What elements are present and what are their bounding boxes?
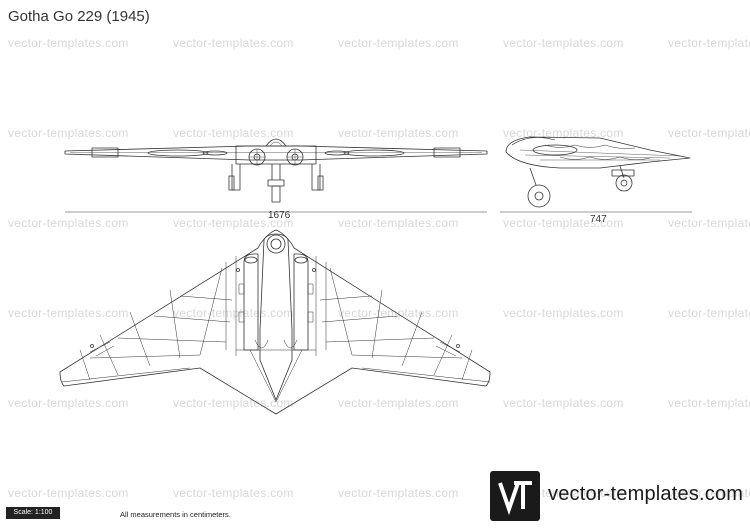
page-title: Gotha Go 229 (1945) — [8, 8, 150, 25]
watermark-text: vector-templates.com — [8, 306, 129, 320]
watermark-text: vector-templates.com — [338, 306, 459, 320]
watermark-text: vector-templates.com — [8, 36, 129, 50]
scale-badge: Scale: 1:100 — [6, 507, 60, 519]
watermark-text: vector-templates.com — [668, 396, 750, 410]
watermark-row: vector-templates.com vector-templates.com… — [0, 126, 750, 140]
side-view — [500, 136, 692, 213]
top-view — [59, 229, 491, 415]
watermark-text: vector-templates.com — [503, 126, 624, 140]
vt-logo-icon — [490, 471, 540, 521]
watermark-text: vector-templates.com — [8, 126, 129, 140]
watermark-text: vector-templates.com — [668, 36, 750, 50]
watermark-text: vector-templates.com — [173, 126, 294, 140]
watermark-row: vector-templates.com vector-templates.com… — [0, 36, 750, 50]
watermark-text: vector-templates.com — [503, 216, 624, 230]
watermark-row: vector-templates.com vector-templates.com… — [0, 216, 750, 230]
watermark-text: vector-templates.com — [8, 396, 129, 410]
watermark-text: vector-templates.com — [338, 126, 459, 140]
brand-name: vector-templates.com — [548, 483, 744, 505]
watermark-text: vector-templates.com — [503, 396, 624, 410]
side-length-label: 747 — [590, 214, 607, 225]
watermark-text: vector-templates.com — [173, 216, 294, 230]
watermark-text: vector-templates.com — [503, 306, 624, 320]
watermark-text: vector-templates.com — [173, 486, 294, 500]
watermark-text: vector-templates.com — [338, 216, 459, 230]
watermark-text: vector-templates.com — [668, 126, 750, 140]
watermark-text: vector-templates.com — [173, 306, 294, 320]
front-view — [64, 138, 488, 213]
watermark-text: vector-templates.com — [8, 486, 129, 500]
watermark-text: vector-templates.com — [668, 306, 750, 320]
watermark-text: vector-templates.com — [338, 36, 459, 50]
watermark-text: vector-templates.com — [668, 216, 750, 230]
watermark-text: vector-templates.com — [503, 36, 624, 50]
measurement-note: All measurements in centimeters. — [120, 510, 231, 519]
watermark-text: vector-templates.com — [8, 216, 129, 230]
watermark-text: vector-templates.com — [668, 486, 750, 500]
watermark-row: vector-templates.com vector-templates.com… — [0, 306, 750, 320]
watermark-text: vector-templates.com — [338, 396, 459, 410]
watermark-text: vector-templates.com — [173, 36, 294, 50]
watermark-text: vector-templates.com — [338, 486, 459, 500]
front-span-label: 1676 — [268, 210, 291, 221]
